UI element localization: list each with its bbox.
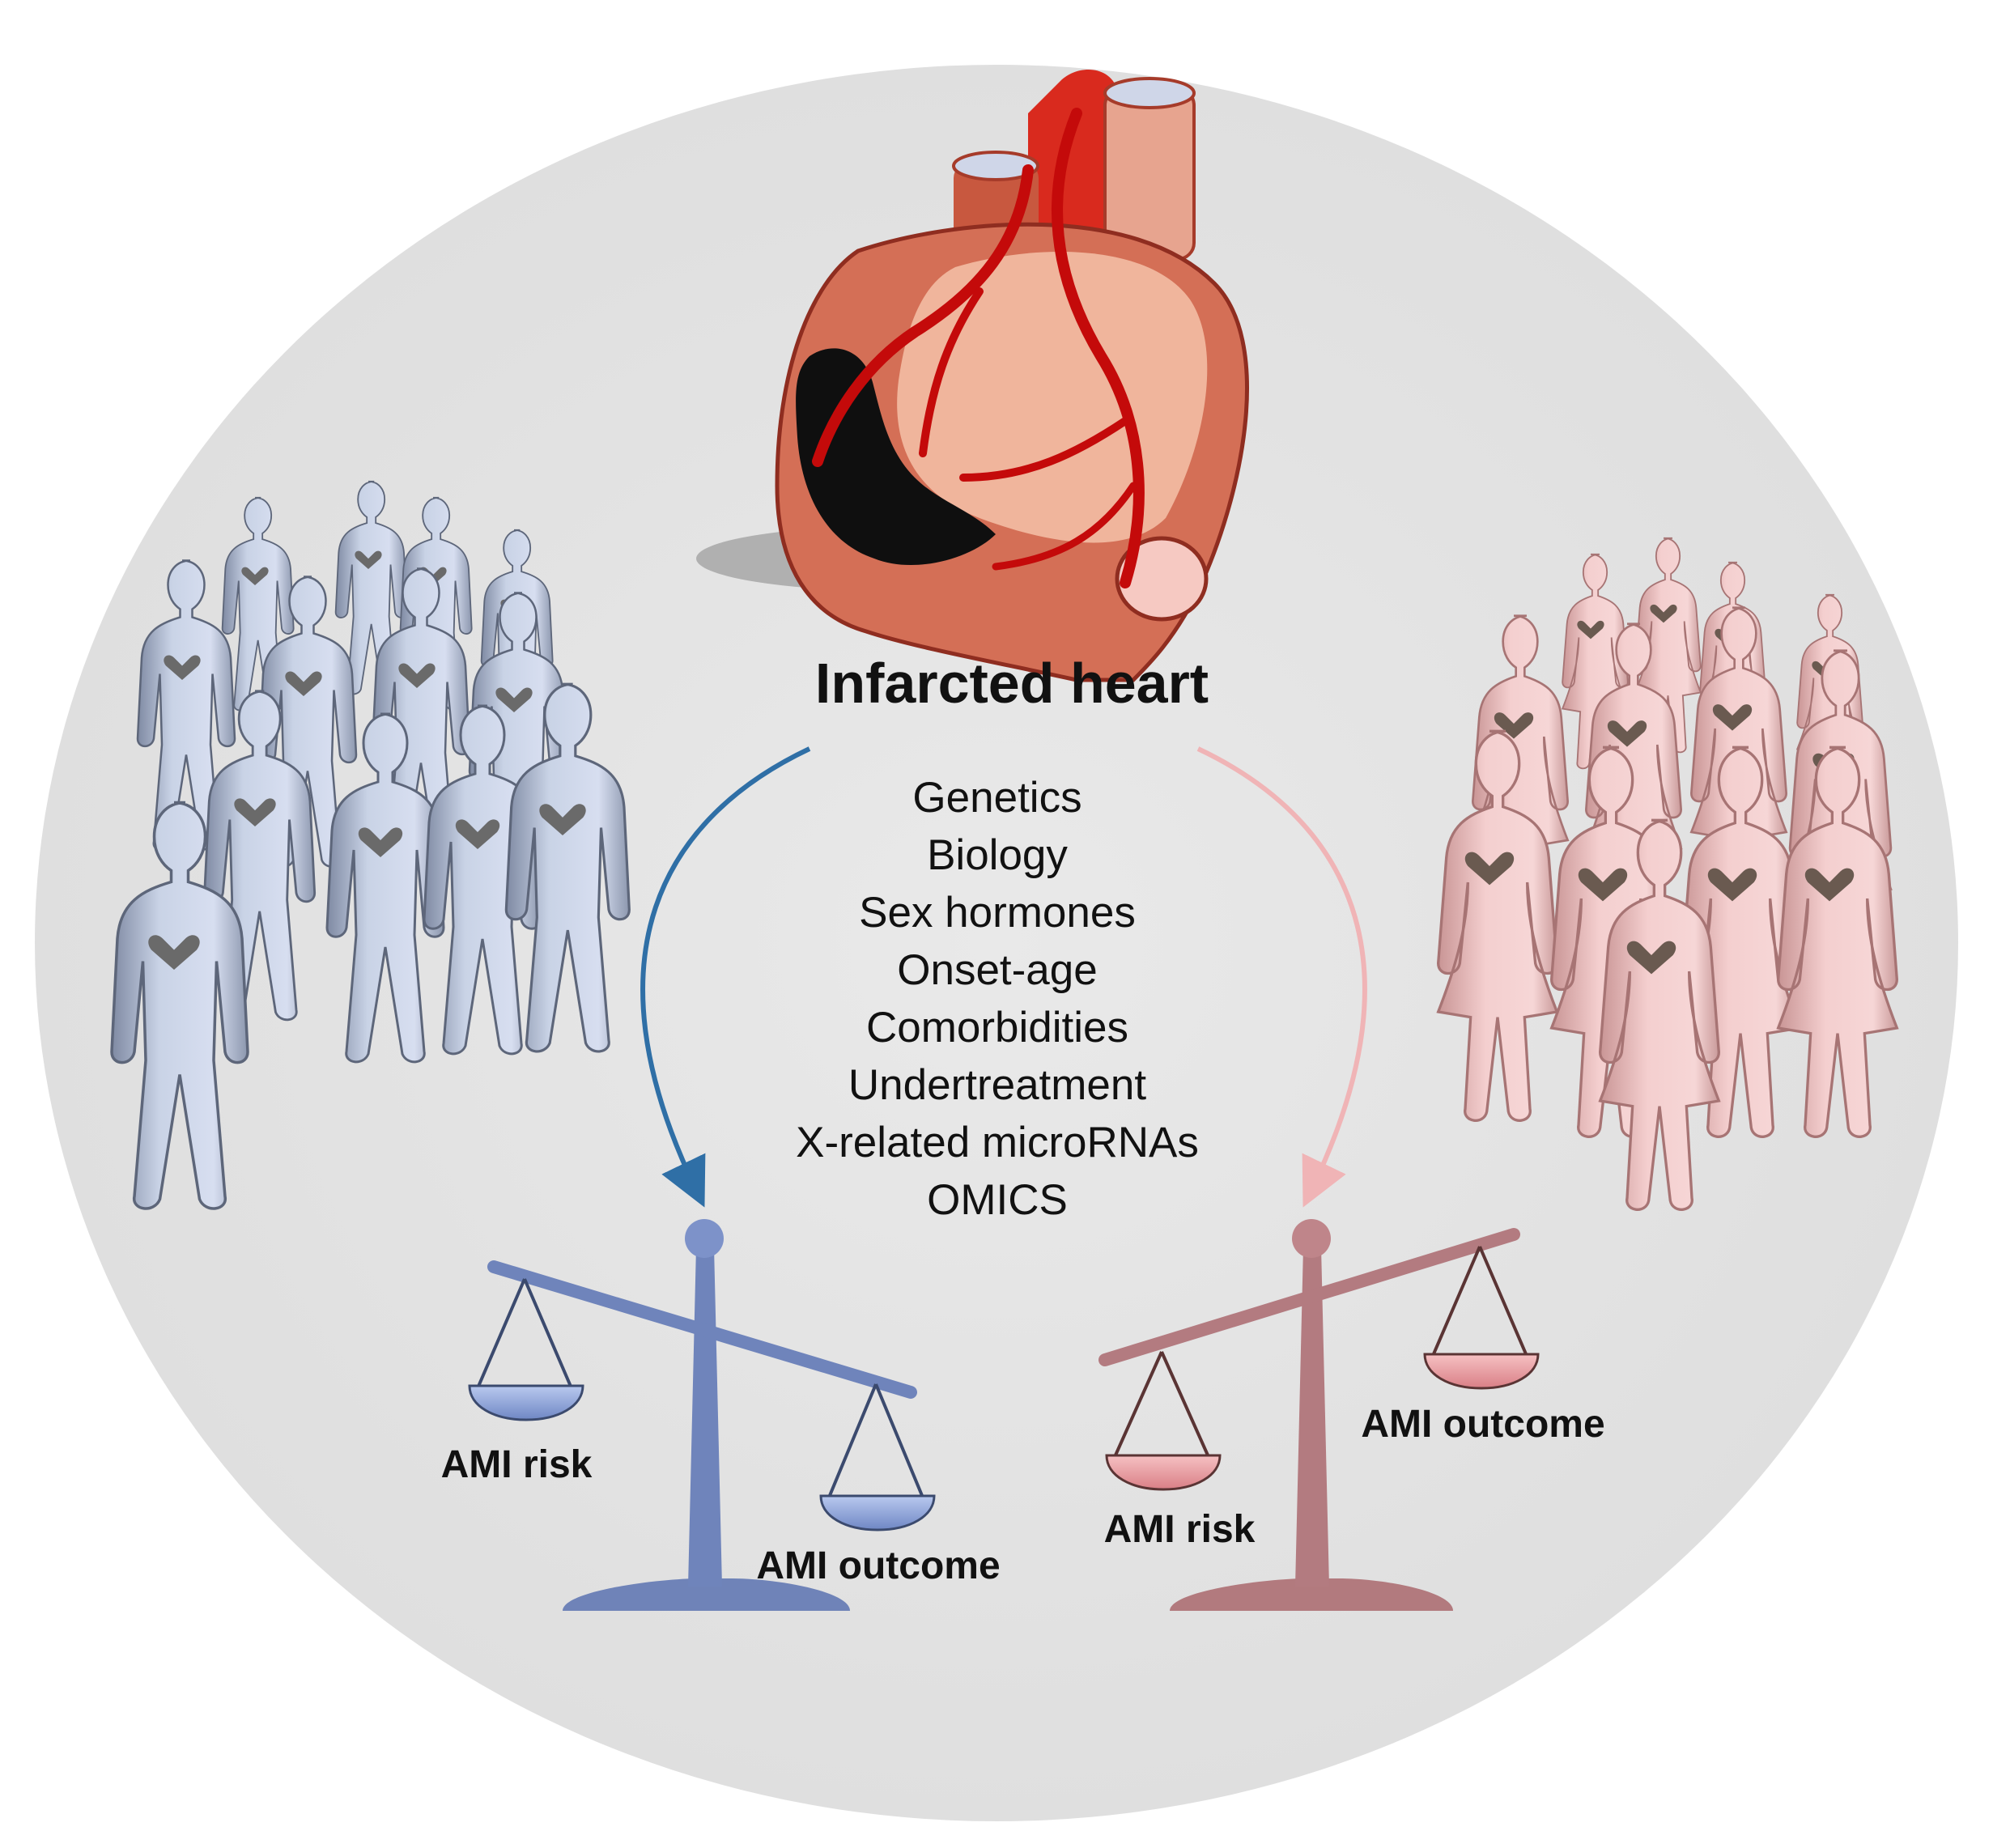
factor-genetics: Genetics (912, 774, 1081, 822)
factor-undertreatment: Undertreatment (848, 1061, 1147, 1109)
female-arrow (1196, 746, 1367, 1208)
male-ami-outcome-label: AMI outcome (756, 1544, 1000, 1587)
diagram-title: Infarcted heart (815, 652, 1209, 715)
factor-biology: Biology (927, 831, 1068, 879)
male-ami-risk-label: AMI risk (441, 1443, 593, 1486)
female-balance-scale: AMI risk AMI outcome (1098, 1219, 1605, 1611)
factor-comorbidities: Comorbidities (866, 1004, 1128, 1051)
factor-x-related-micrornas: X-related microRNAs (796, 1119, 1199, 1166)
factor-list: Genetics Biology Sex hormones Onset-age … (796, 774, 1199, 1224)
male-arrow (640, 746, 811, 1208)
female-ami-outcome-label: AMI outcome (1361, 1403, 1604, 1446)
female-ami-risk-label: AMI risk (1104, 1508, 1256, 1551)
factor-omics: OMICS (927, 1176, 1068, 1224)
male-balance-scale: AMI risk AMI outcome (441, 1219, 1001, 1611)
heart-illustration (696, 70, 1249, 682)
factor-onset-age: Onset-age (897, 946, 1097, 994)
factor-sex-hormones: Sex hormones (859, 889, 1136, 937)
female-crowd (1436, 537, 1899, 1211)
